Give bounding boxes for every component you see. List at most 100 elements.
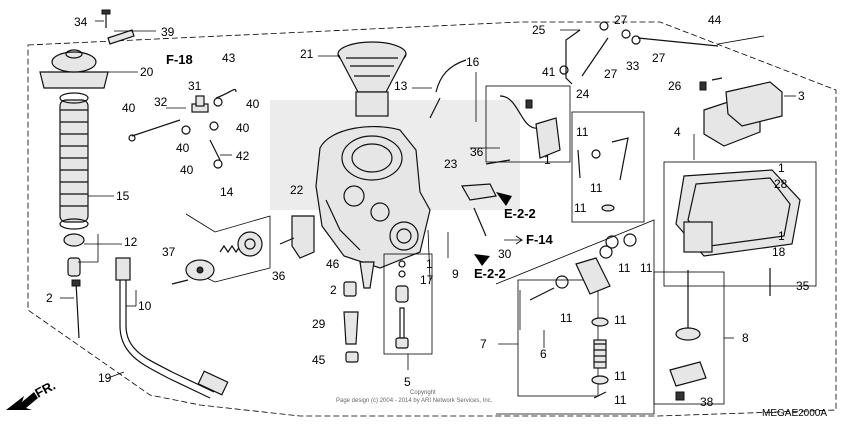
hose-43-part: [215, 88, 237, 99]
callout-10: 10: [138, 299, 152, 313]
group-4-box: [663, 161, 817, 287]
funnel-21-part: [337, 41, 407, 117]
sensor-16-parts: [485, 85, 571, 163]
callout-28: 28: [774, 177, 788, 191]
callout-8: 8: [742, 331, 749, 345]
callout-29: 29: [312, 317, 326, 331]
callout-27c: 27: [652, 51, 666, 65]
callout-11c: 11: [574, 201, 587, 215]
tube-42-part: [209, 139, 221, 161]
callout-3: 3: [798, 89, 805, 103]
hose-13-part: [429, 59, 467, 119]
callout-40d: 40: [176, 141, 190, 155]
needle-holder-12-part: [63, 233, 85, 277]
callout-5: 5: [404, 375, 411, 389]
callout-40a: 40: [122, 101, 136, 115]
callout-27b: 27: [604, 67, 618, 81]
callout-25: 25: [532, 23, 546, 37]
front-arrow-icon: [6, 392, 38, 410]
callout-40b: 40: [246, 97, 260, 111]
group-11-box: [571, 111, 645, 223]
ref-f14-arrow-icon: [504, 235, 524, 245]
callout-13: 13: [394, 79, 408, 93]
spring-15-part: [59, 92, 89, 230]
callout-33: 33: [626, 59, 640, 73]
assembly-boundary: [27, 21, 837, 417]
callout-19: 19: [98, 371, 112, 385]
callout-20: 20: [140, 65, 154, 79]
screw-34-part: [101, 9, 111, 28]
callout-41: 41: [542, 65, 556, 79]
callout-11a: 11: [576, 125, 589, 139]
callout-32: 32: [154, 95, 168, 109]
callout-35: 35: [796, 279, 810, 293]
bolt-30-part: [461, 183, 497, 237]
callout-38: 38: [700, 395, 714, 409]
bracket-22-part: [291, 215, 315, 259]
group-6-box: [517, 279, 599, 397]
callout-7: 7: [480, 337, 487, 351]
diaphragm-callout-box: [185, 213, 271, 283]
callout-11b: 11: [590, 181, 603, 195]
callout-46: 46: [326, 257, 340, 271]
callout-36b: 36: [470, 145, 484, 159]
screw-36a-part: [279, 237, 295, 245]
callout-1c: 1: [778, 161, 785, 175]
callout-2b: 2: [330, 283, 337, 297]
callout-43: 43: [222, 51, 236, 65]
carburetor-body-part: [315, 125, 431, 269]
callout-11d: 11: [618, 261, 631, 275]
callout-11h: 11: [614, 369, 627, 383]
callout-12: 12: [124, 235, 138, 249]
float-pin-26-part: [699, 77, 723, 91]
callout-44: 44: [708, 13, 722, 27]
callout-11g: 11: [614, 313, 627, 327]
callout-45: 45: [312, 353, 326, 367]
float-valve-parts: [669, 270, 707, 401]
group-7-box: [495, 219, 655, 415]
callout-21: 21: [300, 47, 314, 61]
clip-41-part: [559, 65, 569, 75]
callout-26: 26: [668, 79, 682, 93]
copyright-line-1: Copyright: [410, 390, 436, 396]
ref-e22-a: E-2-2: [504, 206, 536, 221]
callout-36a: 36: [272, 269, 286, 283]
ref-e22-a-arrow-icon: [496, 192, 512, 206]
diagram-code: MEGAE2000A: [762, 408, 827, 419]
needle-jet-29-part: [343, 311, 359, 345]
callout-37: 37: [162, 245, 176, 259]
callout-16: 16: [466, 55, 480, 69]
diaphragm-spring-part: [219, 244, 241, 254]
callout-30: 30: [498, 247, 512, 261]
copyright-line-2: Page design (c) 2004 - 2014 by ARI Netwo…: [336, 398, 493, 404]
leader-lines: [60, 20, 796, 379]
screw-37-part: [171, 279, 189, 285]
hose-32-part: [128, 119, 181, 142]
ref-e22-b-arrow-icon: [474, 254, 490, 266]
callout-2a: 2: [46, 291, 53, 305]
ref-f14: F-14: [526, 232, 554, 247]
pilot-screw-parts: [395, 260, 409, 349]
tee-fitting-31-part: [191, 95, 209, 113]
callout-11i: 11: [614, 393, 627, 407]
callout-22: 22: [290, 183, 304, 197]
callout-39: 39: [161, 25, 175, 39]
callout-4: 4: [674, 125, 681, 139]
float-3-part: [703, 81, 783, 147]
screw-23-part: [485, 159, 511, 165]
callout-1b: 1: [544, 153, 551, 167]
main-jet-45-part: [345, 351, 359, 363]
top-cover-part: [39, 49, 109, 89]
callout-24: 24: [576, 87, 590, 101]
callout-17: 17: [420, 273, 434, 287]
callout-11f: 11: [560, 311, 573, 325]
callout-23: 23: [444, 157, 458, 171]
callout-27a: 27: [614, 13, 628, 27]
jet-needle-2-part: [71, 279, 81, 339]
callout-34: 34: [74, 15, 88, 29]
pilot-jet-46-part: [359, 261, 375, 289]
throttle-lever-parts: [529, 233, 637, 301]
clamps-27-part: [599, 21, 641, 45]
callout-18: 18: [772, 245, 786, 259]
